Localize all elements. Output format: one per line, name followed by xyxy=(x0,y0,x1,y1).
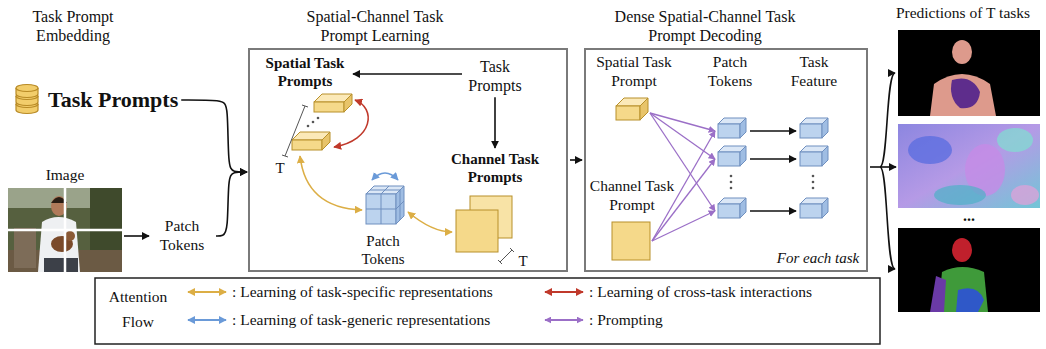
task-generic-arrow xyxy=(372,173,398,180)
node-text: Spatial-Channel Task Prompt Learning xyxy=(288,7,463,45)
note-label: For each task xyxy=(777,249,859,267)
legend-text: : Prompting xyxy=(589,311,663,330)
channel-prompt-squares xyxy=(456,196,512,252)
output-branches xyxy=(880,73,895,269)
database-icon xyxy=(16,85,38,114)
patch-token-cubes xyxy=(718,118,746,218)
input-image: Image xyxy=(8,166,122,272)
flow-arrow xyxy=(494,97,496,148)
node-text: Patch Tokens xyxy=(352,232,414,268)
part-label: Task Feature xyxy=(783,53,845,90)
task-specific-arrow xyxy=(408,212,452,232)
node-text: Channel Task Prompts xyxy=(445,150,545,186)
legend-text: : Learning of cross-task interactions xyxy=(589,283,812,302)
segmentation-map xyxy=(898,30,1040,116)
count-label: T xyxy=(518,252,527,270)
part-label: Channel Task Prompt xyxy=(586,177,678,214)
legend-frame xyxy=(95,278,880,344)
node-text: Task Prompts xyxy=(48,87,178,113)
flow-arrow xyxy=(181,100,247,172)
node-text: Image xyxy=(8,166,122,185)
stage-panel: Spatial Task Prompts Task PromptsChannel … xyxy=(248,48,568,272)
prompt-label: Channel Task Prompts xyxy=(445,150,545,186)
node-text: Predictions of T tasks xyxy=(853,4,1046,23)
part-label: Spatial Task Prompt xyxy=(592,53,676,90)
prompt-bank: Task Prompts xyxy=(48,87,178,113)
count-label: T xyxy=(275,159,284,177)
task-feature-cubes xyxy=(800,118,828,218)
prompt-label: Task Prompts xyxy=(464,57,526,95)
node-text: Dense Spatial-Channel Task Prompt Decodi… xyxy=(600,7,810,45)
flow-arrow xyxy=(870,166,896,168)
flow-arrow xyxy=(570,159,582,161)
flow-arrow xyxy=(124,235,149,237)
token-label: Patch Tokens xyxy=(352,232,414,268)
column-heading: Task Prompt Embedding xyxy=(17,7,129,45)
prompt-label: Spatial Task Prompts xyxy=(259,54,351,90)
legend-text: : Learning of task-specific representati… xyxy=(232,283,493,302)
prompting-lines xyxy=(650,113,715,241)
flow-arrow xyxy=(216,172,247,236)
output-column: Predictions of T tasks xyxy=(898,4,1040,316)
node-text: Patch Tokens xyxy=(151,217,213,254)
feature-arrows xyxy=(750,131,796,211)
node-text: Spatial Task Prompts xyxy=(259,54,351,90)
human-parts-map xyxy=(898,228,1040,312)
node-text: Task Prompts xyxy=(464,57,526,95)
legend-title: Attention Flow xyxy=(98,285,178,335)
ellipsis-mark: ... xyxy=(963,206,975,225)
spatial-prompt-cubes xyxy=(292,94,352,150)
connector-layer xyxy=(124,74,896,236)
legend-arrow-sample xyxy=(188,291,226,293)
input-photo xyxy=(8,188,122,272)
part-label: Patch Tokens xyxy=(699,53,761,90)
legend-arrow-sample xyxy=(545,291,583,293)
flow-arrow xyxy=(353,73,462,75)
cross-task-arrow xyxy=(334,100,368,147)
legend-arrow-sample xyxy=(545,319,583,321)
legend-text: : Learning of task-generic representatio… xyxy=(232,311,490,330)
task-specific-arrow xyxy=(300,156,362,210)
normal-map xyxy=(898,124,1040,208)
patch-token-cube xyxy=(366,186,404,224)
legend-arrow-sample xyxy=(188,319,226,321)
token-label: Patch Tokens xyxy=(151,217,213,254)
